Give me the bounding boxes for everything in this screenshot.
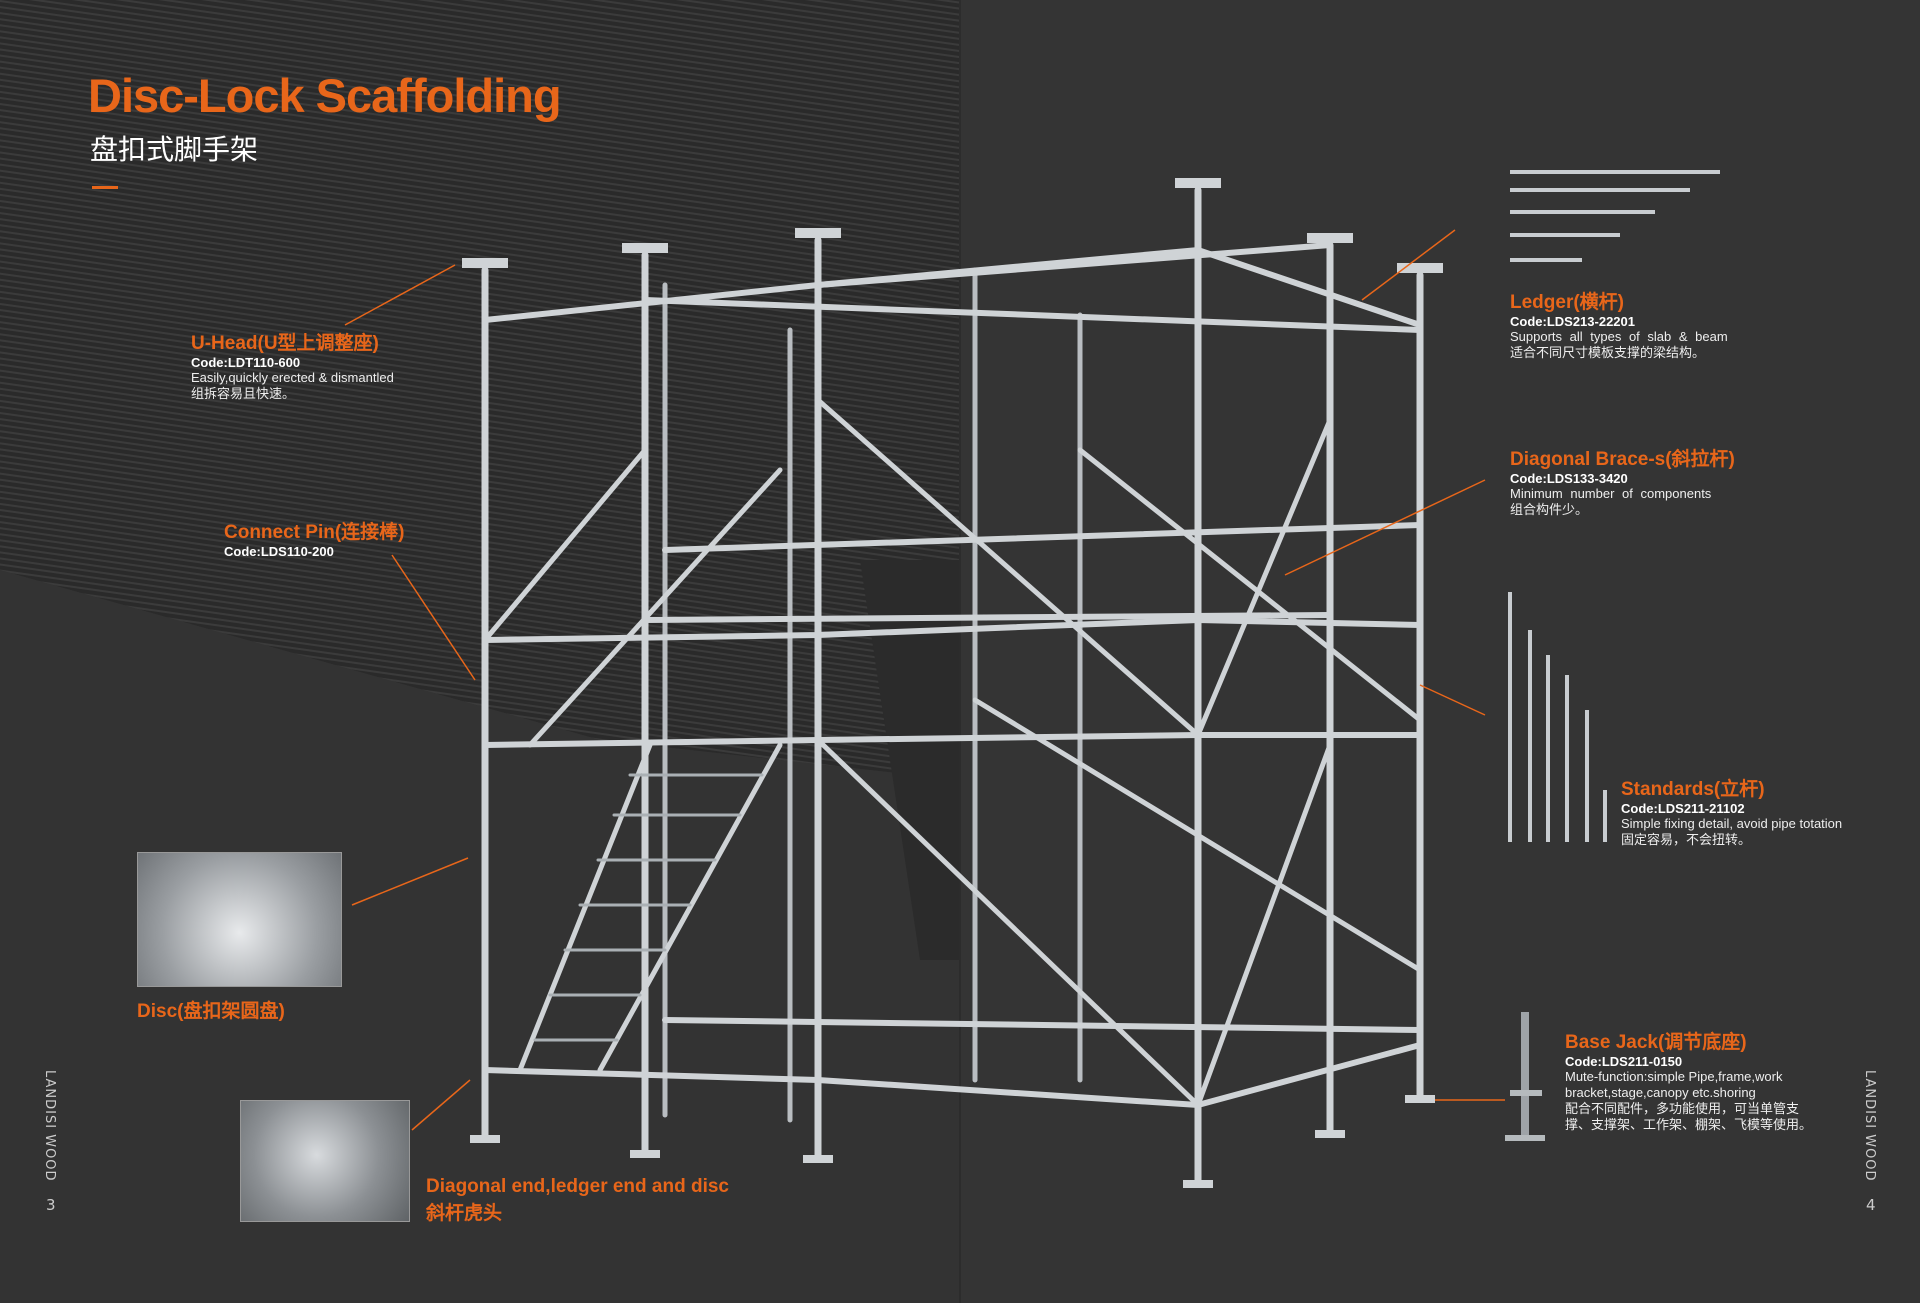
- page-title: Disc-Lock Scaffolding: [88, 69, 562, 122]
- standards-desc-cn: 固定容易，不会扭转。: [1621, 832, 1752, 847]
- diagonal-brace-code: Code:LDS133-3420: [1510, 471, 1628, 486]
- connect-pin-callout: Connect Pin(连接棒) Code:LDS110-200: [224, 517, 405, 559]
- standards-title: Standards(立杆): [1621, 779, 1765, 800]
- base-jack-title: Base Jack(调节底座): [1565, 1032, 1747, 1053]
- uhead-code: Code:LDT110-600: [191, 355, 301, 370]
- ledger-desc-en: Supports all types of slab & beam: [1510, 329, 1728, 344]
- diagonal-brace-desc-en: Minimum number of components: [1510, 486, 1712, 501]
- diagonal-end-title-cn: 斜杆虎头: [426, 1203, 503, 1224]
- uhead-title: U-Head(U型上调整座): [191, 333, 379, 354]
- page-number-left: 3: [46, 1196, 56, 1214]
- ledger-product-image: [1510, 170, 1720, 262]
- diagonal-brace-title: Diagonal Brace-s(斜拉杆): [1510, 449, 1735, 470]
- page-subtitle: 盘扣式脚手架: [90, 133, 259, 166]
- textured-wall: [0, 0, 960, 780]
- base-jack-product-image: [1505, 1012, 1545, 1141]
- ledger-desc-cn: 适合不同尺寸模板支撑的梁结构。: [1510, 345, 1706, 360]
- standards-product-image: [1508, 592, 1607, 842]
- title-accent-dash: [92, 186, 118, 189]
- uhead-callout: U-Head(U型上调整座) Code:LDT110-600 Easily,qu…: [191, 328, 394, 402]
- base-jack-callout: Base Jack(调节底座) Code:LDS211-0150 Mute-fu…: [1565, 1027, 1812, 1133]
- diagonal-brace-desc-cn: 组合构件少。: [1510, 502, 1589, 517]
- base-jack-desc-1: Mute-function:simple Pipe,frame,work: [1565, 1069, 1783, 1084]
- base-jack-desc-3: 配合不同配件，多功能使用，可当单管支: [1565, 1101, 1800, 1116]
- disc-photo: [137, 852, 342, 987]
- diagonal-end-callout: Diagonal end,ledger end and disc 斜杆虎头: [426, 1176, 729, 1225]
- diagonal-brace-callout: Diagonal Brace-s(斜拉杆) Code:LDS133-3420 M…: [1510, 444, 1735, 518]
- standards-code: Code:LDS211-21102: [1621, 801, 1745, 816]
- diagonal-end-photo: [240, 1100, 410, 1222]
- standards-callout: Standards(立杆) Code:LDS211-21102 Simple f…: [1621, 774, 1842, 848]
- connect-pin-title: Connect Pin(连接棒): [224, 522, 405, 543]
- page-number-right: 4: [1866, 1196, 1876, 1214]
- uhead-desc-en: Easily,quickly erected & dismantled: [191, 370, 394, 385]
- disc-callout: Disc(盘扣架圆盘): [137, 996, 285, 1023]
- standards-desc-en: Simple fixing detail, avoid pipe totatio…: [1621, 816, 1843, 831]
- ledger-title: Ledger(横杆): [1510, 292, 1625, 313]
- ledger-callout: Ledger(横杆) Code:LDS213-22201 Supports al…: [1510, 287, 1728, 361]
- connect-pin-code: Code:LDS110-200: [224, 544, 334, 559]
- ledger-code: Code:LDS213-22201: [1510, 314, 1635, 329]
- callout-lines: [344, 229, 1505, 1131]
- brand-left: LANDISI WOOD: [42, 1070, 57, 1182]
- brand-right: LANDISI WOOD: [1862, 1070, 1877, 1182]
- disc-title: Disc(盘扣架圆盘): [137, 1001, 285, 1022]
- base-jack-code: Code:LDS211-0150: [1565, 1054, 1683, 1069]
- diagonal-end-title: Diagonal end,ledger end and disc: [426, 1176, 729, 1197]
- uhead-desc-cn: 组拆容易且快速。: [191, 386, 296, 401]
- base-jack-desc-4: 撑、支撑架、工作架、棚架、飞模等使用。: [1565, 1117, 1813, 1132]
- base-jack-desc-2: bracket,stage,canopy etc.shoring: [1565, 1085, 1756, 1100]
